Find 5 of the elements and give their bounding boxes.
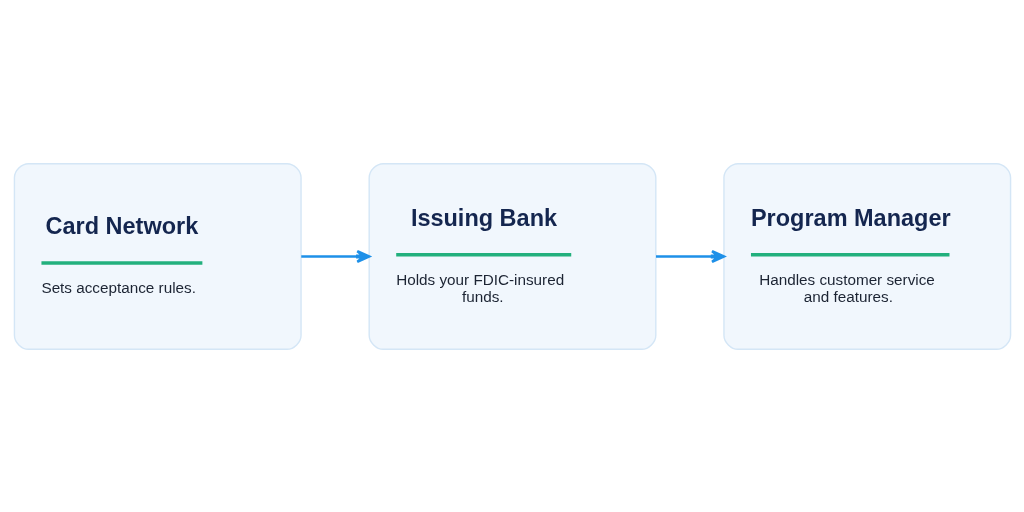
node-box: Program Manager Handles customer service and features. bbox=[722, 162, 1011, 350]
node-box: Issuing Bank Holds your FDIC-insured funds. bbox=[368, 162, 656, 350]
arrow bbox=[300, 249, 370, 263]
arrow bbox=[655, 249, 725, 263]
node-box: Card Network Sets acceptance rules. bbox=[13, 162, 302, 350]
